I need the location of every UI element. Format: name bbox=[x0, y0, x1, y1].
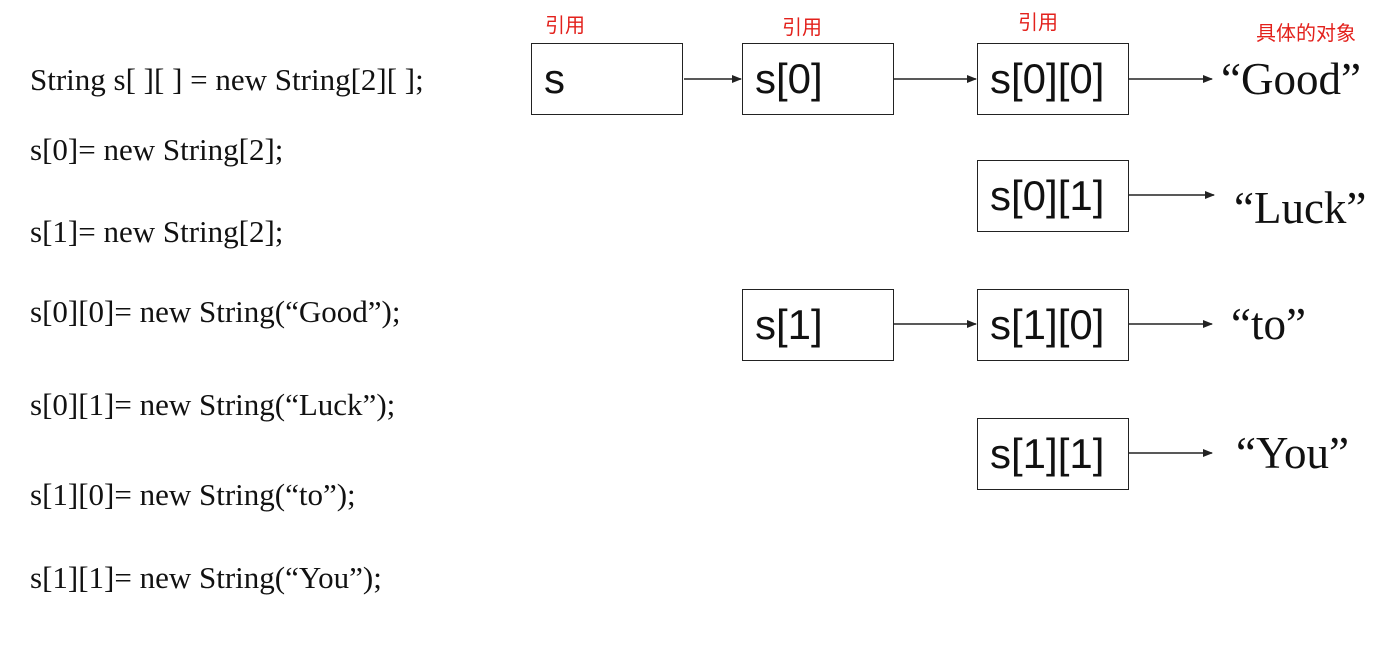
object-to: “to” bbox=[1231, 299, 1306, 349]
code-line-s01-assign: s[0][1]= new String(“Luck”); bbox=[30, 387, 396, 422]
code-line-s10-assign: s[1][0]= new String(“to”); bbox=[30, 477, 356, 512]
node-label-s00: s[0][0] bbox=[990, 55, 1105, 102]
object-label: 具体的对象 bbox=[1256, 21, 1356, 45]
object-good: “Good” bbox=[1221, 54, 1361, 104]
node-label-s01: s[0][1] bbox=[990, 172, 1105, 219]
object-luck: “Luck” bbox=[1234, 183, 1367, 233]
node-box-s1: s[1] bbox=[742, 289, 894, 361]
node-box-s01: s[0][1] bbox=[977, 160, 1129, 232]
reference-label-s: 引用 bbox=[545, 13, 585, 37]
node-box-s00: s[0][0] bbox=[977, 43, 1129, 115]
reference-label-s0: 引用 bbox=[782, 15, 822, 39]
node-label-s10: s[1][0] bbox=[990, 301, 1105, 348]
node-label-s1: s[1] bbox=[755, 301, 823, 348]
node-box-s0: s[0] bbox=[742, 43, 894, 115]
node-box-s: s bbox=[531, 43, 683, 115]
node-box-s11: s[1][1] bbox=[977, 418, 1129, 490]
code-line-s11-assign: s[1][1]= new String(“You”); bbox=[30, 560, 382, 595]
code-line-s1-alloc: s[1]= new String[2]; bbox=[30, 214, 284, 249]
node-box-s10: s[1][0] bbox=[977, 289, 1129, 361]
code-line-s0-alloc: s[0]= new String[2]; bbox=[30, 132, 284, 167]
reference-label-s00: 引用 bbox=[1018, 10, 1058, 34]
code-line-s00-assign: s[0][0]= new String(“Good”); bbox=[30, 294, 401, 329]
code-line-declaration: String s[ ][ ] = new String[2][ ]; bbox=[30, 62, 424, 97]
node-label-s0: s[0] bbox=[755, 55, 823, 102]
node-label-s11: s[1][1] bbox=[990, 430, 1105, 477]
object-you: “You” bbox=[1236, 428, 1349, 478]
node-label-s: s bbox=[544, 55, 565, 102]
